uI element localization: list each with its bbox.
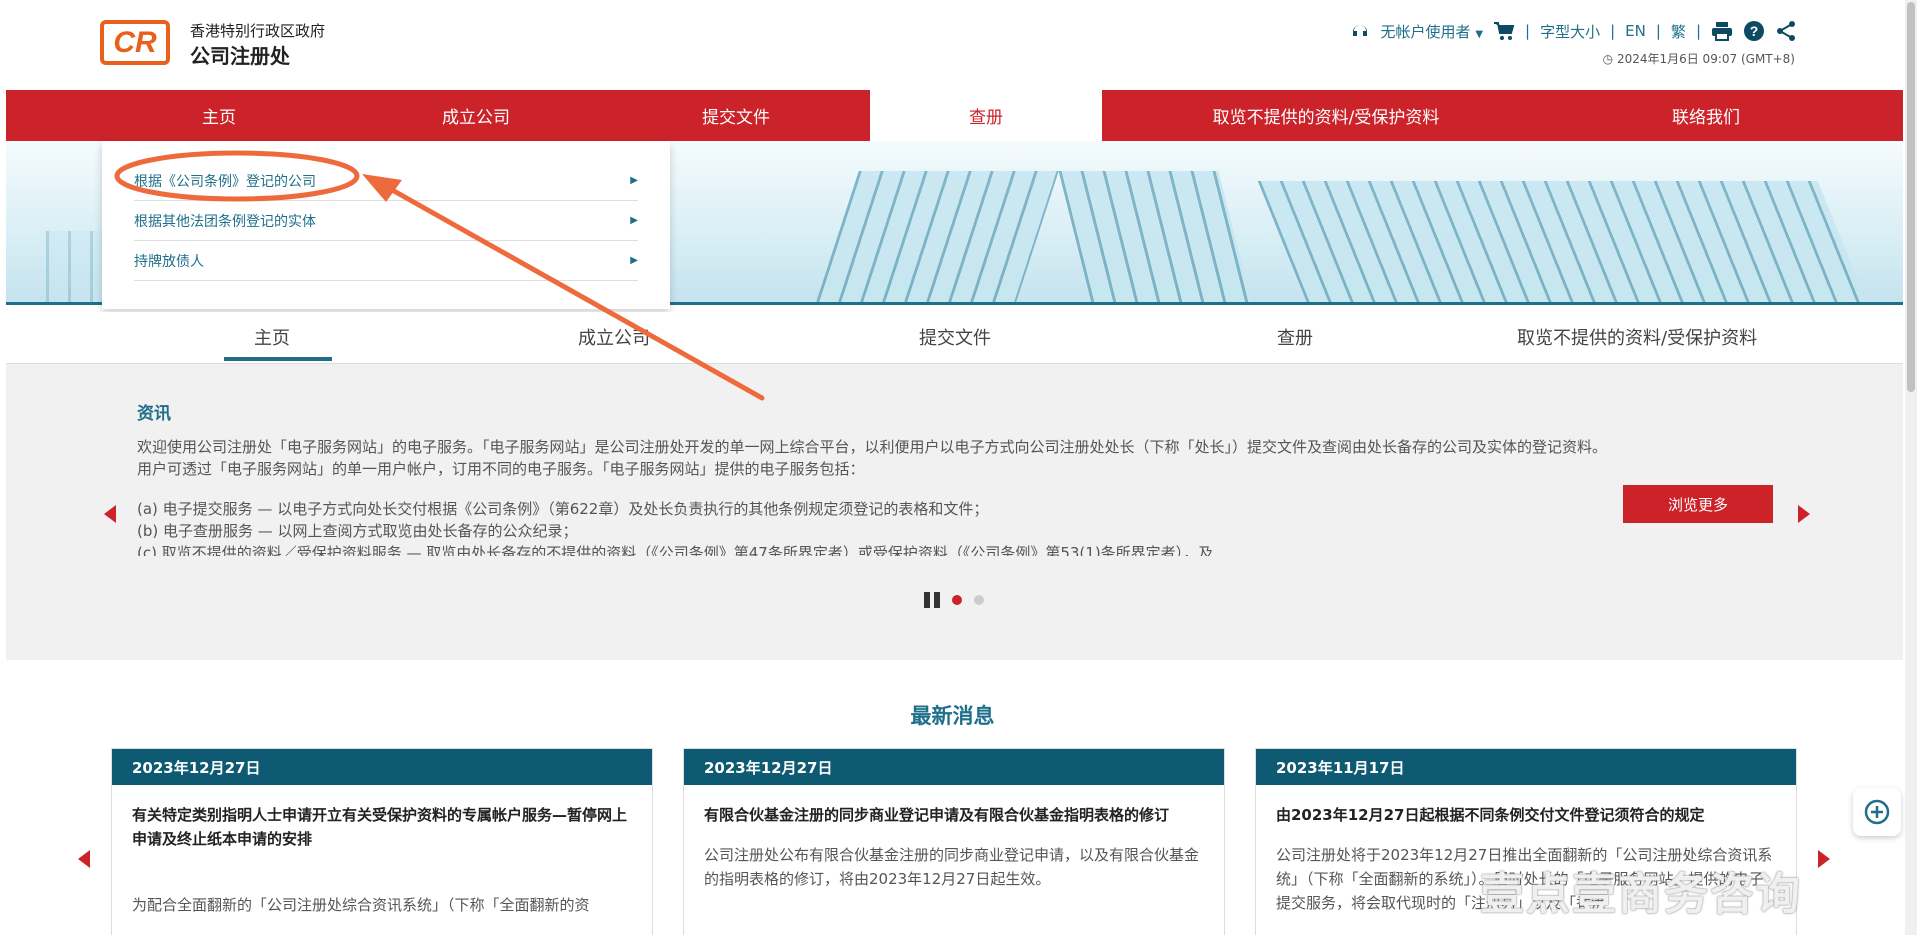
logo-line1: 香港特别行政区政府 [190, 22, 326, 40]
pager-dot[interactable] [974, 595, 984, 605]
info-carousel: 资讯 欢迎使用公司注册处「电子服务网站」的电子服务。「电子服务网站」是公司注册处… [6, 364, 1903, 660]
svg-text:?: ? [1750, 23, 1759, 39]
nav-home[interactable]: 主页 [202, 108, 236, 128]
share-icon[interactable] [1775, 20, 1797, 42]
info-list-item: (c) 取览不提供的资料／受保护资料服务 — 取览由处长备存的不提供的资料（《公… [137, 544, 1214, 556]
news-date: 2023年12月27日 [112, 749, 652, 785]
subtab-search[interactable]: 查册 [1277, 328, 1313, 349]
separator: | [1610, 22, 1616, 40]
news-headline: 由2023年12月27日起根据不同条例交付文件登记须符合的规定 [1276, 806, 1705, 824]
carousel-next-icon[interactable] [1798, 505, 1810, 523]
nav-incorporate[interactable]: 成立公司 [442, 108, 510, 128]
pause-icon[interactable] [924, 592, 940, 608]
print-icon[interactable] [1711, 20, 1733, 42]
separator: | [1695, 22, 1701, 40]
user-label: 无帐户使用者 [1380, 22, 1471, 41]
news-date: 2023年12月27日 [684, 749, 1224, 785]
separator: | [1655, 22, 1661, 40]
news-date: 2023年11月17日 [1256, 749, 1796, 785]
nav-search[interactable]: 查册 [870, 90, 1102, 141]
header-toolbar: 无帐户使用者 ▼ | 字型大小 | EN | 繁 | ? [1349, 20, 1797, 42]
news-headline: 有限合伙基金注册的同步商业登记申请及有限合伙基金指明表格的修订 [704, 806, 1170, 824]
search-dropdown-menu: 根据《公司条例》登记的公司 ▶ 根据其他法团条例登记的实体 ▶ 持牌放债人 ▶ [102, 141, 670, 309]
user-menu[interactable]: 无帐户使用者 ▼ [1381, 21, 1484, 42]
dropdown-item-label: 根据其他法团条例登记的实体 [134, 213, 316, 230]
banner-building [1058, 171, 1254, 302]
news-section-title: 最新消息 [910, 704, 995, 728]
lang-trad-link[interactable]: 繁 [1670, 22, 1686, 41]
browse-more-button[interactable]: 浏览更多 [1623, 485, 1773, 523]
logo-line2: 公司注册处 [190, 44, 290, 68]
dropdown-item-companies-ordinance[interactable]: 根据《公司条例》登记的公司 ▶ [134, 161, 638, 201]
chevron-down-icon: ▼ [1475, 28, 1484, 40]
info-list-item: (b) 电子查册服务 — 以网上查阅方式取览由处长备存的公众纪录； [137, 522, 578, 540]
dropdown-item-other-ordinances[interactable]: 根据其他法团条例登记的实体 ▶ [134, 201, 638, 241]
scrollbar-thumb[interactable] [1907, 2, 1915, 392]
banner-building [813, 171, 1059, 302]
lang-en-link[interactable]: EN [1625, 22, 1646, 40]
news-next-icon[interactable] [1818, 850, 1830, 868]
subtab-file-documents[interactable]: 提交文件 [919, 328, 991, 349]
datetime-text: 2024年1月6日 09:07 (GMT+8) [1616, 52, 1795, 66]
page-scrollbar[interactable] [1905, 0, 1917, 935]
news-text: 公司注册处公布有限合伙基金注册的同步商业登记申请，以及有限合伙基金的指明表格的修… [704, 846, 1200, 888]
news-card[interactable]: 2023年11月17日 由2023年12月27日起根据不同条例交付文件登记须符合… [1255, 748, 1797, 935]
chevron-right-icon: ▶ [630, 255, 638, 266]
help-icon[interactable]: ? [1743, 20, 1765, 42]
clock-icon: ◷ [1602, 52, 1614, 66]
cart-icon[interactable] [1493, 20, 1515, 42]
subtab-protected-info[interactable]: 取览不提供的资料/受保护资料 [1517, 328, 1758, 349]
font-size-link[interactable]: 字型大小 [1540, 22, 1601, 41]
cr-logo[interactable]: CR [100, 20, 170, 65]
site-header: CR 香港特别行政区政府 公司注册处 无帐户使用者 ▼ | 字型大小 | EN … [0, 0, 1905, 90]
subtab-incorporate[interactable]: 成立公司 [578, 328, 650, 349]
logo-mark: CR [113, 25, 157, 59]
dropdown-item-label: 根据《公司条例》登记的公司 [134, 173, 316, 190]
chevron-right-icon: ▶ [630, 215, 638, 226]
news-card[interactable]: 2023年12月27日 有限合伙基金注册的同步商业登记申请及有限合伙基金指明表格… [683, 748, 1225, 935]
accessibility-widget-icon[interactable] [1853, 788, 1901, 836]
datetime: ◷ 2024年1月6日 09:07 (GMT+8) [1603, 50, 1795, 67]
news-prev-icon[interactable] [78, 850, 90, 868]
carousel-pager [924, 592, 984, 608]
news-text: 为配合全面翻新的「公司注册处综合资讯系统」（下称「全面翻新的资 [132, 896, 590, 914]
subtab-home[interactable]: 主页 [254, 328, 290, 349]
watermark: 壹点壹商务咨询 [1480, 869, 1802, 920]
dropdown-item-money-lenders[interactable]: 持牌放债人 ▶ [134, 241, 638, 281]
nav-protected-info[interactable]: 取览不提供的资料/受保护资料 [1212, 108, 1440, 128]
banner-building [1257, 181, 1875, 302]
news-card[interactable]: 2023年12月27日 有关特定类别指明人士申请开立有关受保护资料的专属帐户服务… [111, 748, 653, 935]
news-headline: 有关特定类别指明人士申请开立有关受保护资料的专属帐户服务—暂停网上申请及终止纸本… [132, 806, 628, 848]
active-tab-indicator [224, 357, 332, 361]
sub-tabs: 主页 成立公司 提交文件 查册 取览不提供的资料/受保护资料 [6, 312, 1903, 364]
dropdown-item-label: 持牌放债人 [134, 253, 204, 270]
carousel-prev-icon[interactable] [104, 505, 116, 523]
info-body: 欢迎使用公司注册处「电子服务网站」的电子服务。「电子服务网站」是公司注册处开发的… [137, 436, 1607, 556]
info-list-item: (a) 电子提交服务 — 以电子方式向处长交付根据《公司条例》（第622章）及处… [137, 500, 989, 518]
separator: | [1525, 22, 1531, 40]
nav-file-documents[interactable]: 提交文件 [702, 108, 770, 128]
news-text: 公司注册处将于2023年12月27日推出全面翻新的「公司注册处综合资讯系统」（下… [1276, 846, 1773, 912]
headset-icon [1349, 20, 1371, 42]
chevron-right-icon: ▶ [630, 175, 638, 186]
nav-contact[interactable]: 联络我们 [1672, 108, 1740, 128]
pager-dot-active[interactable] [952, 595, 962, 605]
main-nav: 主页 成立公司 提交文件 查册 取览不提供的资料/受保护资料 联络我们 [6, 90, 1903, 141]
info-paragraph: 欢迎使用公司注册处「电子服务网站」的电子服务。「电子服务网站」是公司注册处开发的… [137, 438, 1607, 478]
info-title: 资讯 [137, 404, 171, 424]
